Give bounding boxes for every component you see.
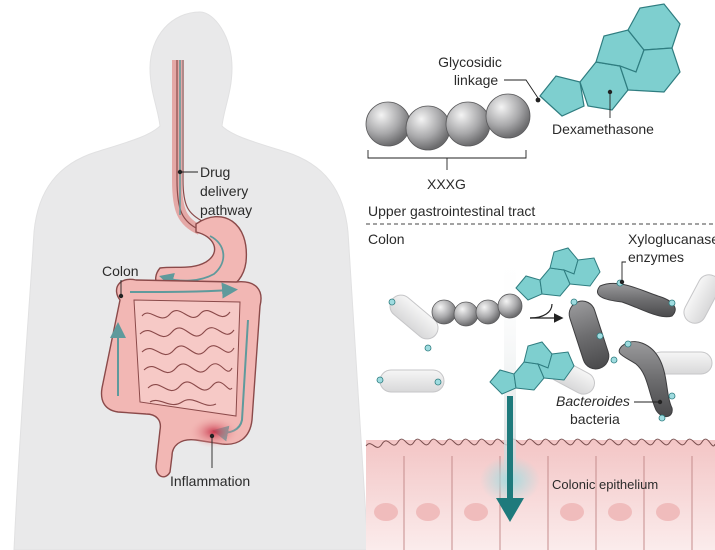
dex-ring-pentagon <box>539 75 585 117</box>
bacteroides-label: Bacteroides <box>556 393 630 409</box>
xxxg-bead-1 <box>365 101 411 147</box>
bacteria-label: bacteria <box>570 411 620 427</box>
xyloglucanase-label-2: enzymes <box>628 249 684 265</box>
drug-delivery-label-1: Drug <box>200 164 230 180</box>
bacteria-background <box>379 274 715 395</box>
molecule-labels: Glycosidic linkage Dexamethasone XXXG <box>367 54 654 192</box>
dexamethasone-label: Dexamethasone <box>552 121 654 137</box>
xxxg-bead-4 <box>485 93 531 139</box>
inflammation-label: Inflammation <box>170 473 250 489</box>
colon-left <box>100 278 262 478</box>
dex-ring-4 <box>619 47 681 93</box>
drug-delivery-label-3: pathway <box>200 202 252 218</box>
gi-divider: Upper gastrointestinal tract Colon <box>366 203 715 247</box>
esophagus <box>172 60 205 235</box>
glycosidic-label-2: linkage <box>454 72 499 88</box>
drug-delivery-label-2: delivery <box>200 183 248 199</box>
inflammation-region <box>188 416 240 448</box>
colonic-epithelium: Colonic epithelium <box>365 438 715 550</box>
colon-labels: Xyloglucanase enzymes Bacteroides bacter… <box>556 231 715 427</box>
xxxg-bead-2 <box>405 105 451 151</box>
colonic-epithelium-label: Colonic epithelium <box>552 477 658 492</box>
upper-gi-label: Upper gastrointestinal tract <box>368 203 535 219</box>
prodrug-molecule <box>431 247 601 327</box>
xyloglucanase-label-1: Xyloglucanase <box>628 231 715 247</box>
released-dexamethasone <box>489 341 575 395</box>
delivery-arrow <box>496 396 524 522</box>
xxxg-label: XXXG <box>427 176 466 192</box>
colon-label-right: Colon <box>368 231 405 247</box>
bacteroides-bacteria <box>568 282 676 417</box>
glycosidic-label-1: Glycosidic <box>438 54 502 70</box>
xyloglucanase-enzymes <box>570 279 676 422</box>
colon-label-left: Colon <box>102 263 139 279</box>
dexamethasone-xxxg-molecule <box>365 3 681 151</box>
left-labels: Drug delivery pathway Colon Inflammation <box>102 164 252 489</box>
xxxg-bead-3 <box>445 101 491 147</box>
